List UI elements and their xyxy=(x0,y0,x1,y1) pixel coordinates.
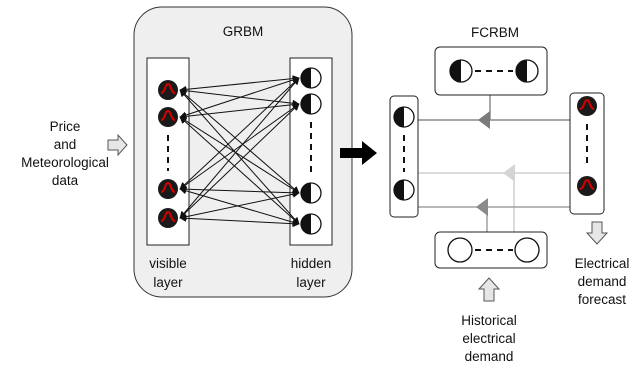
input-label-line-2: and xyxy=(54,137,77,152)
visible-unit xyxy=(158,179,178,199)
fcrbm-hidden-unit xyxy=(393,106,415,128)
fcrbm-output-unit xyxy=(577,96,597,116)
output-label-line-3: forecast xyxy=(578,292,626,307)
visible-layer-label-line-2: layer xyxy=(153,275,183,290)
visible-unit xyxy=(158,107,178,127)
fcrbm-hidden-unit xyxy=(393,179,415,201)
input-label-line-4: data xyxy=(52,173,79,188)
input-label: Price and Meteorological data xyxy=(21,119,109,188)
hidden-unit xyxy=(300,213,322,235)
grbm-connections xyxy=(179,75,300,228)
fcrbm-title: FCRBM xyxy=(471,25,519,40)
factor-gate-icon xyxy=(503,164,515,182)
output-label: Electrical demand forecast xyxy=(575,256,630,307)
visible-unit xyxy=(158,80,178,100)
input-arrow-icon xyxy=(107,133,128,157)
hidden-unit xyxy=(300,67,322,89)
hidden-unit xyxy=(300,182,322,204)
hidden-layer-label-line-2: layer xyxy=(296,275,326,290)
grbm-connection xyxy=(179,214,300,228)
fcrbm-output-unit xyxy=(577,176,597,196)
history-label-line-2: electrical xyxy=(462,331,515,346)
hidden-unit xyxy=(300,93,322,115)
grbm-connection xyxy=(179,190,300,221)
output-arrow-icon xyxy=(585,221,609,245)
hidden-layer-label-line-1: hidden xyxy=(291,256,332,271)
fcrbm-feature-unit xyxy=(449,59,473,83)
grbm-block: GRBM visible layer hidden layer xyxy=(133,6,353,298)
fcrbm-feature-unit xyxy=(515,59,539,83)
visible-layer-label-line-1: visible xyxy=(149,256,187,271)
input-label-line-3: Meteorological xyxy=(21,155,109,170)
input-label-line-1: Price xyxy=(50,119,81,134)
fcrbm-connections xyxy=(418,95,570,232)
output-label-line-1: Electrical xyxy=(575,256,630,271)
history-label: Historical electrical demand xyxy=(461,313,517,364)
history-arrow-icon xyxy=(477,277,501,302)
fcrbm-history-unit xyxy=(447,237,473,263)
visible-unit xyxy=(158,208,178,228)
fcrbm-history-unit xyxy=(514,237,540,263)
fcrbm-block: FCRBM xyxy=(389,25,605,269)
grbm-title: GRBM xyxy=(223,24,264,39)
transfer-arrow-icon xyxy=(340,141,377,165)
output-label-line-2: demand xyxy=(578,274,627,289)
history-label-line-3: demand xyxy=(465,349,514,364)
history-label-line-1: Historical xyxy=(461,313,517,328)
factor-gate-icon xyxy=(476,198,488,216)
factor-gate-icon xyxy=(478,111,490,129)
